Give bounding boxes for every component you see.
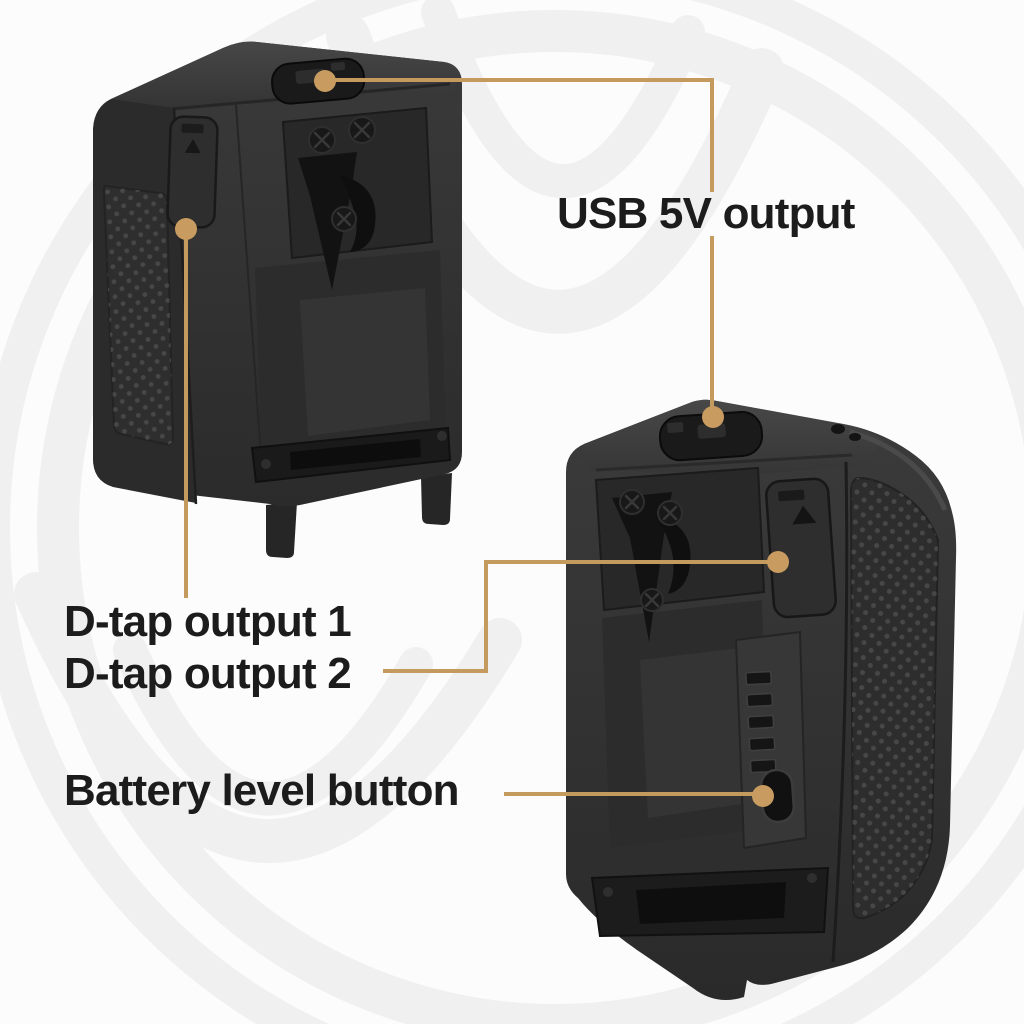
contact-slot (636, 882, 786, 924)
mount-foot (421, 473, 452, 525)
battery-level-callout-dot (752, 785, 774, 807)
triangle-arrow-icon (792, 505, 817, 525)
v-mount-hook (340, 175, 376, 252)
body-seam (235, 104, 263, 471)
battery-level-label: Battery level button (64, 766, 460, 815)
v-mount-wedge (612, 492, 672, 642)
usb-callout-dot-battery2 (702, 406, 724, 428)
d-tap-port-cover (765, 477, 837, 619)
screw (437, 431, 447, 441)
body-seam (831, 461, 849, 963)
d-tap-port-cover (166, 115, 219, 229)
screw (261, 459, 271, 469)
mount-recess-inner (300, 288, 430, 436)
battery-front-right-view (566, 399, 957, 1000)
v-mount-wedge (298, 152, 357, 290)
top-nub (849, 433, 861, 441)
plate-screws (308, 116, 376, 232)
watermark-vee-bottom-small (113, 633, 433, 816)
watermark-vee-bottom-large (14, 572, 522, 864)
plate-screws (619, 489, 683, 612)
mount-foot (266, 502, 297, 558)
watermark-vee-small (421, 0, 705, 198)
dtap-output-2-label: D-tap output 2 (64, 649, 352, 698)
grip-dots (103, 185, 173, 445)
dtap1-callout-dot (175, 218, 197, 240)
contact-slot (290, 439, 421, 470)
dtap2-callout-dot (767, 551, 789, 573)
screw (807, 873, 817, 883)
top-seam (595, 453, 853, 472)
screw (603, 887, 613, 897)
usb-output-label: USB 5V output (557, 189, 855, 238)
mount-recess-inner (640, 645, 768, 818)
grip-dots (851, 478, 938, 919)
usb-callout-dot-battery1 (314, 70, 336, 92)
dtap-outputs-label: D-tap output 1 D-tap output 2 (64, 596, 352, 700)
triangle-arrow-icon (184, 139, 201, 154)
usb-port-cover (658, 410, 764, 462)
battery-level-leds (745, 670, 777, 774)
edge-highlight (849, 429, 948, 511)
top-nub (831, 424, 845, 434)
v-mount-hook (655, 515, 691, 594)
watermark-circle-outer (37, 10, 1024, 1024)
dtap-output-1-label: D-tap output 1 (64, 597, 352, 646)
